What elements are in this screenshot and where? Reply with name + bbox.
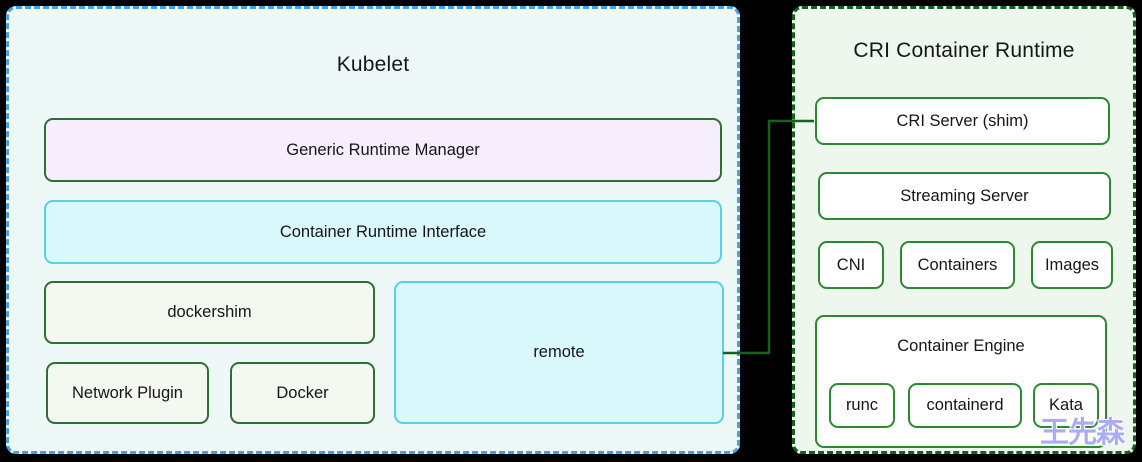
cni-box: CNI — [818, 241, 884, 289]
containerd-box: containerd — [908, 383, 1022, 428]
container-runtime-interface-label: Container Runtime Interface — [279, 222, 487, 241]
generic-runtime-manager-label: Generic Runtime Manager — [286, 140, 480, 159]
runc-label: runc — [845, 396, 879, 414]
images-label: Images — [1044, 255, 1100, 274]
dockershim-label: dockershim — [167, 303, 252, 321]
streaming-server-box: Streaming Server — [818, 172, 1111, 220]
network-plugin-label: Network Plugin — [72, 383, 183, 402]
images-box: Images — [1031, 241, 1113, 289]
network-plugin-box: Network Plugin — [46, 362, 209, 424]
cri-server-shim-label: CRI Server (shim) — [896, 111, 1029, 130]
container-runtime-interface-box: Container Runtime Interface — [44, 200, 722, 264]
runc-box: runc — [829, 383, 895, 428]
kubelet-panel-title: Kubelet — [336, 53, 410, 76]
container-engine-label: Container Engine — [897, 337, 1025, 355]
cni-label: CNI — [836, 255, 866, 274]
streaming-server-label: Streaming Server — [900, 186, 1029, 205]
kubelet-panel: Kubelet Generic Runtime Manager Containe… — [6, 6, 740, 454]
containerd-label: containerd — [926, 396, 1004, 414]
cri-panel-title: CRI Container Runtime — [853, 39, 1075, 62]
docker-label: Docker — [276, 383, 329, 402]
cri-container-runtime-panel: CRI Container Runtime CRI Server (shim) … — [792, 6, 1136, 454]
kata-box: Kata — [1033, 383, 1099, 428]
docker-box: Docker — [230, 362, 375, 424]
containers-box: Containers — [900, 241, 1015, 289]
watermark-text: 王先森 — [1040, 417, 1125, 449]
kata-label: Kata — [1049, 396, 1083, 414]
cri-server-shim-box: CRI Server (shim) — [815, 97, 1110, 145]
generic-runtime-manager-box: Generic Runtime Manager — [44, 118, 722, 182]
remote-label: remote — [533, 343, 585, 361]
container-engine-box: Container Engine runc containerd Kata — [815, 315, 1107, 448]
containers-label: Containers — [917, 255, 998, 274]
remote-box: remote — [394, 281, 724, 424]
dockershim-box: dockershim — [44, 281, 375, 344]
